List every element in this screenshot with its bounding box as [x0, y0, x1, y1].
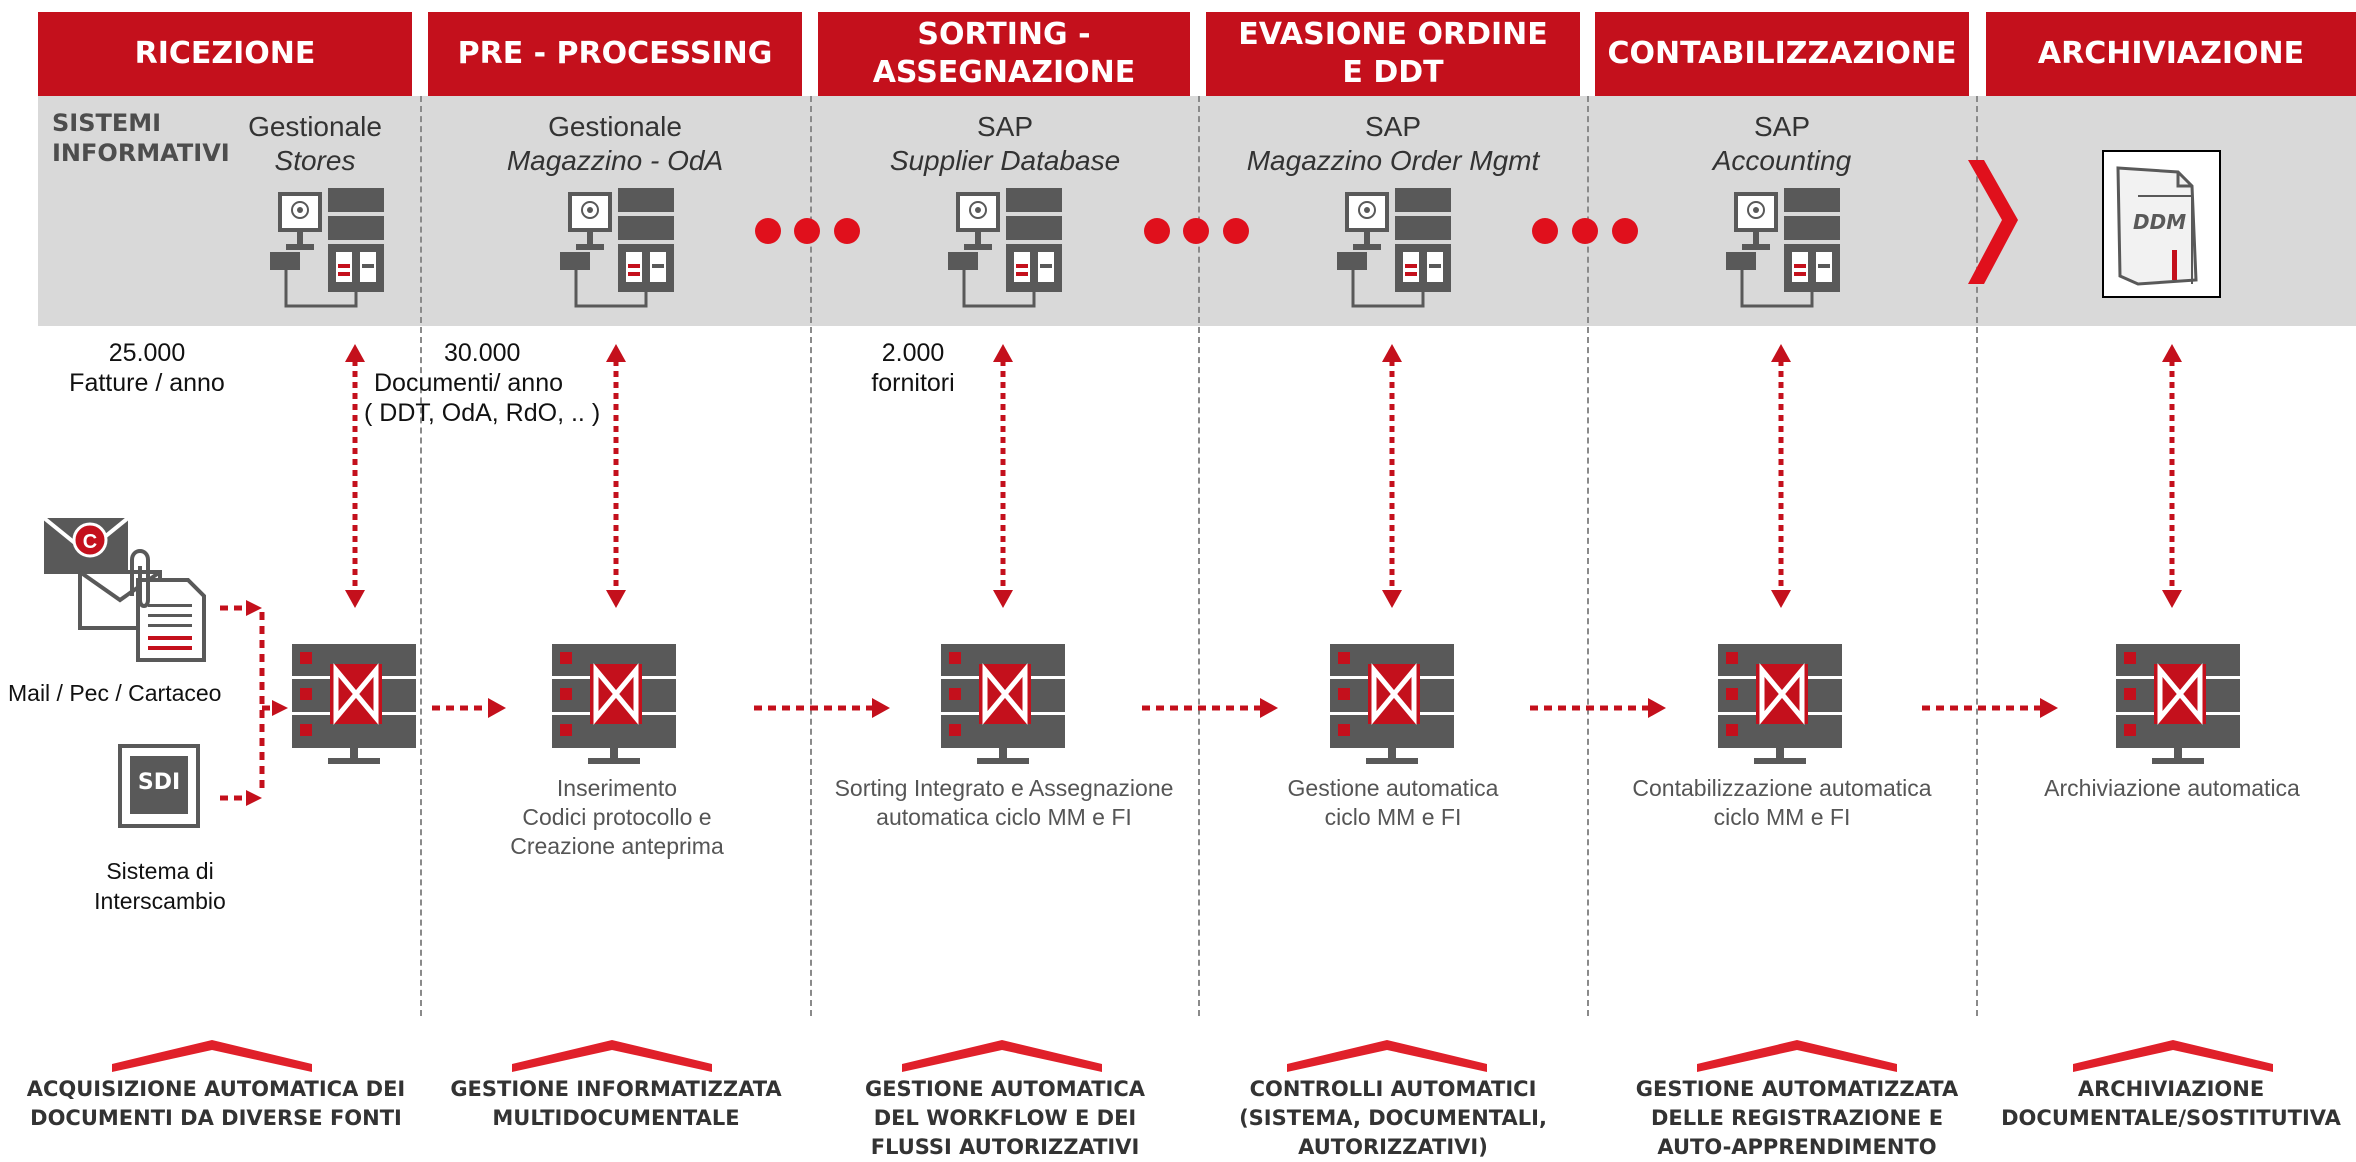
document-icon [136, 578, 206, 662]
phase-header-ricezione: RICEZIONE [38, 12, 412, 96]
mail-pec-cartaceo-label: Mail / Pec / Cartaceo [8, 680, 222, 706]
step-caption-archiviazione: Archiviazione automatica [2044, 775, 2300, 801]
document-platform-icon [1330, 644, 1454, 764]
chevron-right-icon [1968, 160, 2018, 284]
phase-separator [420, 96, 422, 1016]
roof-icon [2073, 1040, 2273, 1072]
paperclip-icon [130, 549, 150, 608]
sdi-label: Sistema di Interscambio [94, 858, 226, 914]
pec-icon: C [72, 522, 108, 558]
stat-documenti: 30.000 Documenti/ anno ( DDT, OdA, RdO, … [364, 339, 601, 427]
roof-icon [1697, 1040, 1897, 1072]
flow-arrows [220, 605, 2040, 801]
server-icon [1335, 186, 1453, 308]
phase-header-archiviazione: ARCHIVIAZIONE [1986, 12, 2356, 96]
ddm-label: DDM [2133, 210, 2187, 234]
phase-separator [1587, 96, 1589, 1016]
roof-icon [1287, 1040, 1487, 1072]
sdi-icon [118, 744, 200, 828]
server-icon [268, 186, 386, 308]
connector-dots [755, 218, 1638, 244]
sistemi-informativi-label: SISTEMI INFORMATIVI [52, 109, 230, 167]
systems-band [38, 96, 2356, 326]
document-platform-icon [941, 644, 1065, 764]
bidirectional-arrows [352, 360, 2175, 592]
sdi-badge: SDI [137, 770, 181, 795]
phase-separator [1976, 96, 1978, 1016]
benefit-label-controlli: CONTROLLI AUTOMATICI(SISTEMA, DOCUMENTAL… [1239, 1077, 1547, 1159]
ddm-archive-icon [2102, 150, 2221, 298]
roof-icon [902, 1040, 1102, 1072]
document-platform-icon [1718, 644, 1842, 764]
phase-header-pre-processing: PRE - PROCESSING [428, 12, 802, 96]
roof-icon [512, 1040, 712, 1072]
phase-separator [1198, 96, 1200, 1016]
svg-text:C: C [83, 531, 97, 553]
server-icon [1724, 186, 1842, 308]
arrow-heads [345, 344, 2182, 608]
flow-arrow-heads [246, 600, 2058, 806]
document-platform-icon [2116, 644, 2240, 764]
phase-separator [810, 96, 812, 1016]
document-platform-icon [292, 644, 416, 764]
server-icon [558, 186, 676, 308]
phase-header-sorting: SORTING -ASSEGNAZIONE [818, 12, 1190, 96]
server-icon [946, 186, 1064, 308]
roof-icon [112, 1040, 312, 1072]
document-platform-icon [552, 644, 676, 764]
phase-header-contabilizzazione: CONTABILIZZAZIONE [1595, 12, 1969, 96]
